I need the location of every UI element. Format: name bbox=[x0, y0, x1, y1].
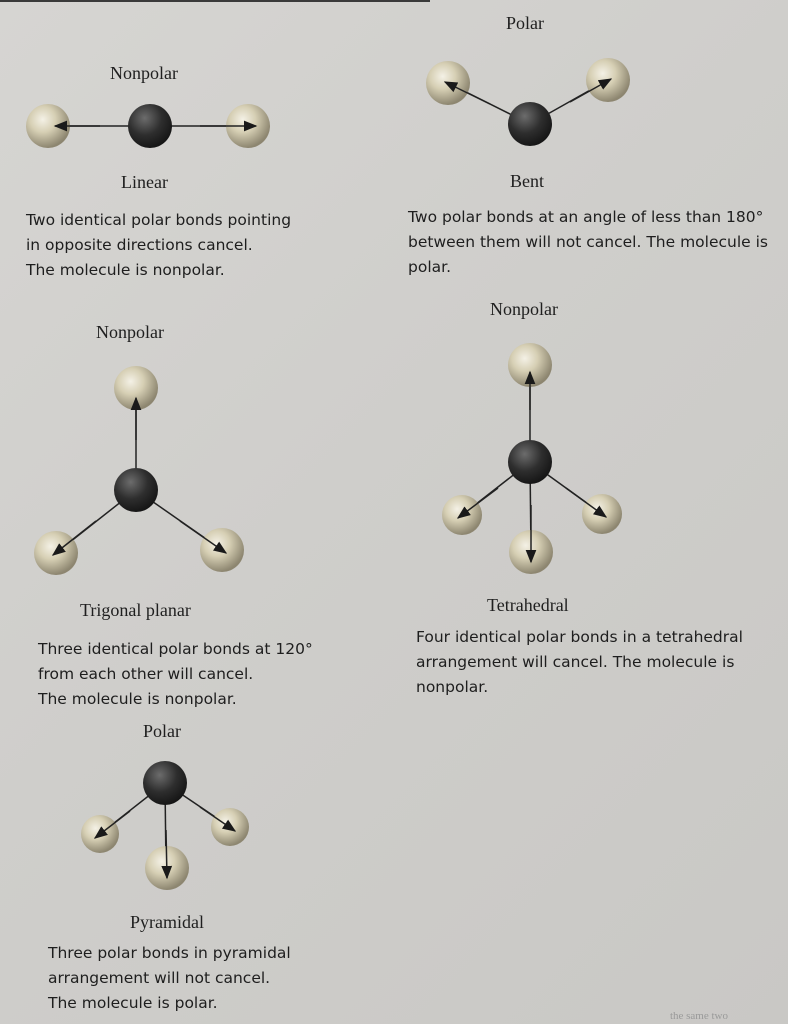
pyramidal-molecule-diagram bbox=[81, 761, 249, 890]
linear-molecule-diagram bbox=[26, 104, 270, 148]
dipole-arrow-left bbox=[443, 81, 491, 105]
bent-molecule-diagram bbox=[426, 58, 630, 146]
central-atom bbox=[114, 468, 158, 512]
dipole-arrow-left bbox=[93, 810, 131, 839]
dipole-arrow-right bbox=[179, 520, 228, 554]
polarity-label: Nonpolar bbox=[110, 63, 178, 83]
description-line: Three identical polar bonds at 120° bbox=[38, 640, 313, 658]
description-line: The molecule is polar. bbox=[48, 994, 218, 1012]
dipole-arrow-right bbox=[569, 78, 613, 103]
description-line: Four identical polar bonds in a tetrahed… bbox=[416, 628, 743, 646]
shape-label: Trigonal planar bbox=[80, 600, 191, 620]
dipole-arrow-right bbox=[565, 487, 608, 518]
description-line: nonpolar. bbox=[416, 678, 489, 696]
description-line: Two polar bonds at an angle of less than… bbox=[408, 208, 764, 226]
outer-atom-left bbox=[26, 104, 70, 148]
dipole-arrow-left bbox=[51, 520, 97, 556]
description-line: arrangement will not cancel. bbox=[48, 969, 271, 987]
shape-label: Linear bbox=[121, 172, 168, 192]
description-line: arrangement will cancel. The molecule is bbox=[416, 653, 735, 671]
polarity-label: Nonpolar bbox=[96, 322, 164, 342]
description-line: in opposite directions cancel. bbox=[26, 236, 253, 254]
description-line: from each other will cancel. bbox=[38, 665, 254, 683]
shape-label: Pyramidal bbox=[130, 912, 204, 932]
description: Four identical polar bonds in a tetrahed… bbox=[416, 625, 743, 700]
description: Two identical polar bonds pointing in op… bbox=[26, 208, 291, 283]
description-line: between them will not cancel. The molecu… bbox=[408, 233, 768, 251]
description-line: The molecule is nonpolar. bbox=[26, 261, 225, 279]
central-atom bbox=[508, 440, 552, 484]
cut-off-footer-text: the same two bbox=[669, 1010, 728, 1022]
description-line: The molecule is nonpolar. bbox=[38, 690, 237, 708]
outer-atom-top bbox=[508, 343, 552, 387]
dipole-arrow-bottom bbox=[161, 829, 173, 880]
description-line: Three polar bonds in pyramidal bbox=[48, 944, 291, 962]
shape-label: Tetrahedral bbox=[487, 595, 569, 615]
outer-atom-top bbox=[114, 366, 158, 410]
description: Three polar bonds in pyramidal arrangeme… bbox=[48, 941, 291, 1016]
trigonal-planar-molecule-diagram bbox=[34, 366, 244, 575]
central-atom bbox=[508, 102, 552, 146]
top-rule bbox=[0, 0, 430, 2]
description: Three identical polar bonds at 120° from… bbox=[38, 637, 313, 712]
polarity-label: Polar bbox=[506, 13, 544, 33]
central-atom bbox=[128, 104, 172, 148]
dipole-arrow-left bbox=[456, 487, 499, 519]
shape-label: Bent bbox=[510, 171, 544, 191]
dipole-arrow-right bbox=[199, 806, 237, 832]
description-line: Two identical polar bonds pointing bbox=[26, 211, 292, 229]
description-line: polar. bbox=[408, 258, 452, 276]
polarity-label: Nonpolar bbox=[490, 299, 558, 319]
tetrahedral-molecule-diagram bbox=[442, 343, 622, 574]
polarity-label: Polar bbox=[143, 721, 181, 741]
central-atom bbox=[143, 761, 187, 805]
description: Two polar bonds at an angle of less than… bbox=[408, 205, 768, 280]
